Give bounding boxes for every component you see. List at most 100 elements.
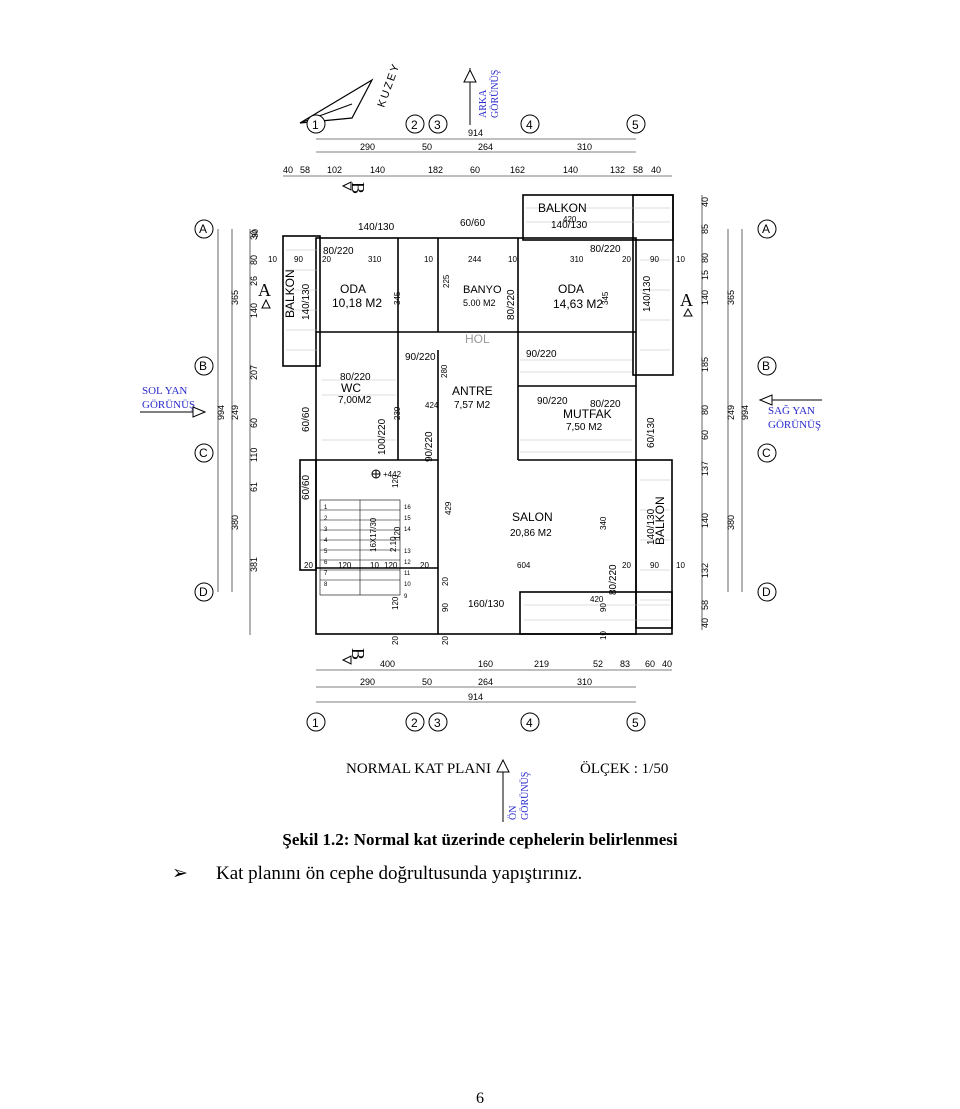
svg-text:10: 10 <box>676 561 685 570</box>
svg-text:GÖRÜNÜŞ: GÖRÜNÜŞ <box>768 419 821 431</box>
svg-text:60/130: 60/130 <box>646 417 657 448</box>
svg-text:2: 2 <box>411 716 418 730</box>
svg-text:GÖRÜNÜŞ: GÖRÜNÜŞ <box>142 399 195 411</box>
svg-text:ÖN: ÖN <box>507 806 519 820</box>
arrow-bullet-icon: ➢ <box>172 863 188 884</box>
svg-text:4: 4 <box>526 716 533 730</box>
north-label: KUZEY <box>376 61 403 109</box>
svg-text:5: 5 <box>324 549 328 555</box>
svg-text:60: 60 <box>700 430 710 440</box>
svg-text:10: 10 <box>599 631 608 640</box>
svg-text:40: 40 <box>283 165 293 175</box>
svg-text:244: 244 <box>468 255 482 264</box>
svg-text:40: 40 <box>651 165 661 175</box>
svg-text:B: B <box>348 182 368 194</box>
level-marker: +442 <box>371 469 402 479</box>
svg-text:310: 310 <box>577 142 592 152</box>
room-antre-name: ANTRE <box>452 384 493 398</box>
svg-text:280: 280 <box>440 364 449 378</box>
axis-5-top: 5 <box>632 118 639 132</box>
svg-text:+442: +442 <box>383 470 402 479</box>
svg-text:A: A <box>258 280 271 300</box>
room-oda-2-area: 14,63 M2 <box>553 297 603 311</box>
svg-text:20: 20 <box>441 636 450 645</box>
svg-text:380: 380 <box>726 515 736 530</box>
svg-text:90: 90 <box>599 603 608 612</box>
svg-text:90: 90 <box>294 255 303 264</box>
svg-text:12: 12 <box>404 560 411 566</box>
svg-text:20: 20 <box>622 561 631 570</box>
svg-text:219: 219 <box>534 659 549 669</box>
top-dimensions: 914 290 50 264 310 40 58 102 140 182 60 … <box>283 128 672 177</box>
svg-text:132: 132 <box>610 165 625 175</box>
room-wc-area: 7,00M2 <box>338 395 372 406</box>
svg-text:D: D <box>762 585 771 599</box>
svg-text:C: C <box>199 446 208 460</box>
svg-text:20: 20 <box>420 561 429 570</box>
staircase <box>319 499 401 596</box>
svg-text:D: D <box>199 585 208 599</box>
svg-text:102: 102 <box>327 165 342 175</box>
balcony-hatch <box>286 207 670 621</box>
left-dimensions: 994 365 249 380 140 26 80 30 207 60 110 … <box>216 229 259 635</box>
svg-text:80/220: 80/220 <box>608 564 619 595</box>
svg-text:40: 40 <box>662 659 672 669</box>
svg-text:249: 249 <box>230 405 240 420</box>
svg-text:60: 60 <box>470 165 480 175</box>
svg-text:80: 80 <box>700 253 710 263</box>
svg-text:140/130: 140/130 <box>358 222 395 233</box>
svg-text:429: 429 <box>444 501 453 515</box>
svg-text:10: 10 <box>404 582 411 588</box>
svg-text:994: 994 <box>216 405 226 420</box>
svg-text:10: 10 <box>268 255 277 264</box>
svg-text:40: 40 <box>700 197 710 207</box>
svg-text:80/220: 80/220 <box>590 399 621 410</box>
svg-text:420: 420 <box>563 215 577 224</box>
axis-4-top: 4 <box>526 118 533 132</box>
svg-text:26: 26 <box>249 276 259 286</box>
room-banyo-name: BANYO <box>463 284 502 296</box>
svg-text:424: 424 <box>425 401 439 410</box>
svg-text:381: 381 <box>249 557 259 572</box>
svg-text:30: 30 <box>249 230 259 240</box>
svg-text:80/220: 80/220 <box>590 244 621 255</box>
instruction-text: Kat planını ön cephe doğrultusunda yapış… <box>216 863 583 884</box>
svg-text:120: 120 <box>393 526 402 540</box>
svg-text:20: 20 <box>391 636 400 645</box>
svg-text:120: 120 <box>391 474 400 488</box>
svg-text:140/130: 140/130 <box>301 283 312 320</box>
svg-text:9: 9 <box>404 594 408 600</box>
svg-text:8: 8 <box>324 582 328 588</box>
room-oda-1-area: 10,18 M2 <box>332 296 382 310</box>
svg-text:15: 15 <box>404 516 411 522</box>
svg-text:185: 185 <box>700 357 710 372</box>
svg-text:11: 11 <box>404 571 411 577</box>
instruction-row: ➢ Kat planını ön cephe doğrultusunda yapı… <box>172 862 582 885</box>
svg-text:140: 140 <box>563 165 578 175</box>
bottom-axis-bubbles: 1 2 3 4 5 <box>306 712 646 732</box>
svg-text:264: 264 <box>478 142 493 152</box>
room-balkon-top-name: BALKON <box>538 201 587 215</box>
svg-text:120: 120 <box>391 596 400 610</box>
svg-text:1: 1 <box>312 716 319 730</box>
svg-text:914: 914 <box>468 128 483 138</box>
back-view-label-2: GÖRÜNÜŞ <box>489 70 501 118</box>
building-walls <box>282 194 674 635</box>
svg-text:7: 7 <box>324 571 328 577</box>
svg-text:140: 140 <box>249 303 259 318</box>
svg-text:90: 90 <box>650 561 659 570</box>
svg-text:310: 310 <box>570 255 584 264</box>
front-view-marker: ÖN GÖRÜNÜŞ <box>496 758 531 822</box>
svg-text:290: 290 <box>360 142 375 152</box>
svg-text:10: 10 <box>508 255 517 264</box>
svg-text:90/220: 90/220 <box>405 352 436 363</box>
svg-text:60/60: 60/60 <box>301 475 312 500</box>
svg-text:1: 1 <box>324 505 328 511</box>
svg-text:58: 58 <box>700 600 710 610</box>
svg-text:85: 85 <box>700 224 710 234</box>
svg-text:30: 30 <box>251 229 260 238</box>
room-labels: ODA 10,18 M2 BANYO 5.00 M2 ODA 14,63 M2 … <box>283 201 667 545</box>
svg-text:20: 20 <box>304 561 313 570</box>
svg-text:132: 132 <box>700 563 710 578</box>
plan-title: NORMAL KAT PLANI <box>346 761 491 777</box>
